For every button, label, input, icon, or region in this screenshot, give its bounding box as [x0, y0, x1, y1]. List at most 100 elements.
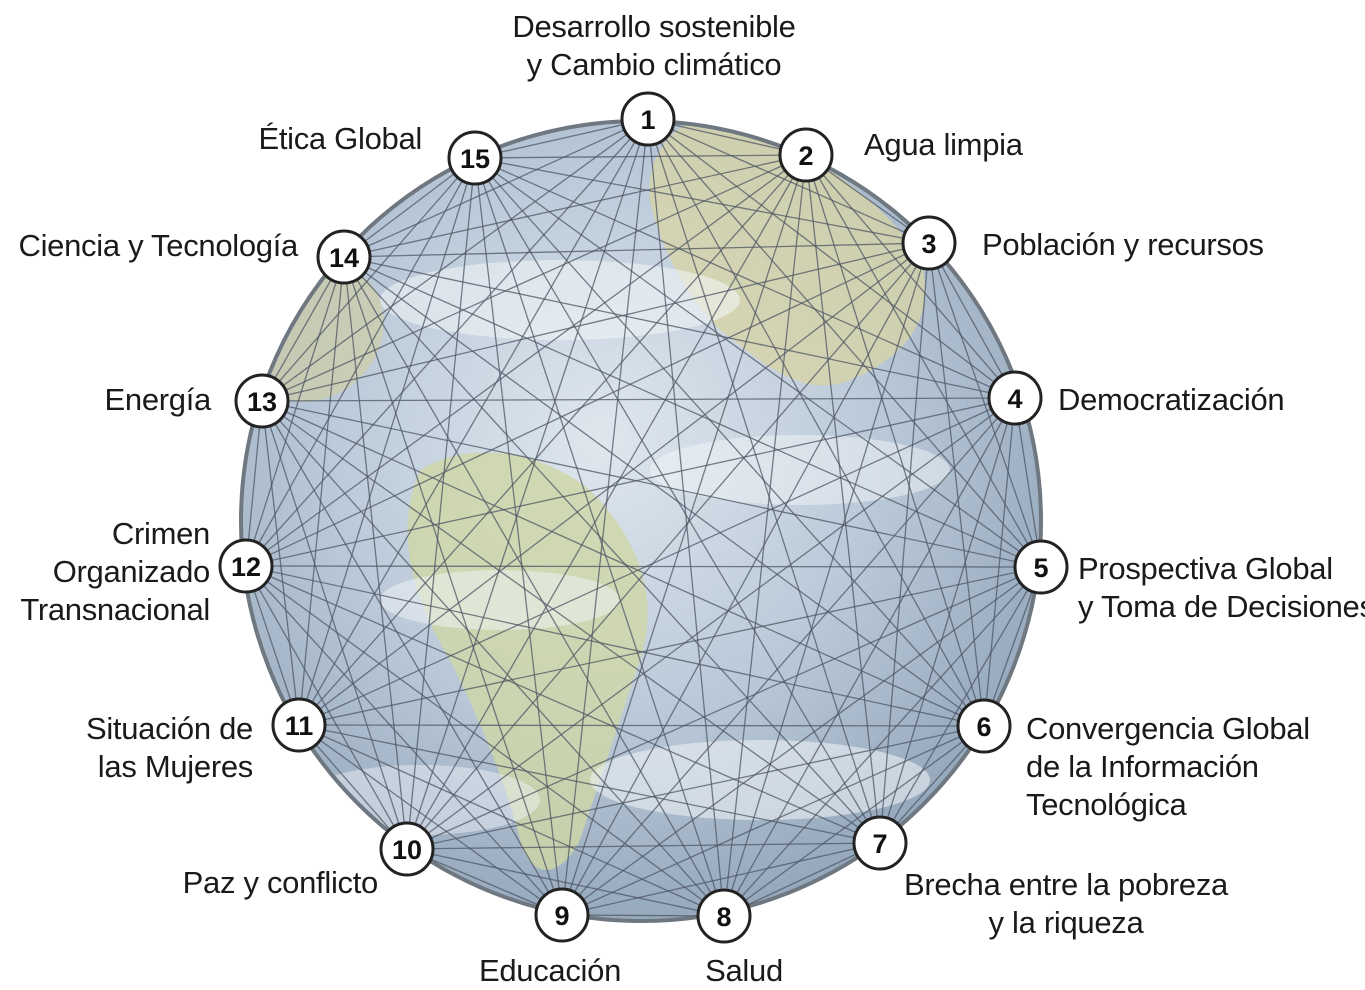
connection-line-8-11	[298, 724, 725, 917]
node-11: 11	[271, 697, 327, 753]
label-node-15: Ética Global	[258, 120, 422, 158]
connection-lines	[245, 118, 1042, 917]
connection-line-1-14	[343, 118, 649, 258]
label-line: Crimen	[111, 516, 210, 551]
connection-line-11-14	[298, 256, 345, 726]
cloud-band	[300, 765, 540, 835]
connection-line-11-13	[261, 400, 300, 726]
node-3: 3	[901, 215, 957, 271]
label-node-9: Educación	[479, 952, 621, 990]
landmass-south-america	[407, 452, 648, 870]
connection-line-1-12	[245, 118, 649, 567]
connection-line-6-9	[561, 725, 985, 916]
node-14: 14	[316, 229, 372, 285]
connection-line-5-7	[879, 566, 1042, 844]
node-circle	[956, 698, 1012, 754]
cloud-band	[590, 740, 930, 820]
connection-line-2-15	[474, 154, 807, 159]
connection-line-11-15	[298, 157, 476, 726]
node-4: 4	[987, 370, 1043, 426]
connection-line-2-8	[723, 154, 807, 917]
label-line: Educación	[478, 953, 622, 988]
label-line: las Mujeres	[97, 749, 254, 784]
node-number: 10	[392, 835, 422, 865]
connection-line-3-12	[245, 242, 930, 567]
node-1: 1	[620, 91, 676, 147]
connection-line-2-12	[245, 154, 807, 567]
connection-line-3-15	[474, 157, 930, 244]
connection-line-2-13	[261, 154, 807, 402]
connection-line-4-9	[561, 397, 1016, 916]
connection-line-4-8	[723, 397, 1016, 917]
connection-line-5-11	[298, 566, 1042, 726]
node-circle	[987, 370, 1043, 426]
node-number: 3	[921, 229, 936, 259]
connection-line-9-14	[343, 256, 563, 916]
connection-line-4-5	[1014, 397, 1042, 568]
label-line: Agua limpia	[864, 127, 1023, 162]
node-number: 6	[976, 712, 991, 742]
node-circle	[852, 815, 908, 871]
connection-line-7-9	[561, 842, 881, 916]
label-node-4: Democratización	[1058, 381, 1285, 419]
connection-line-10-13	[261, 400, 408, 850]
node-5: 5	[1013, 539, 1069, 595]
connection-line-4-10	[406, 397, 1016, 850]
connection-line-12-15	[245, 157, 476, 567]
connection-line-8-15	[474, 157, 725, 917]
node-circle	[379, 821, 435, 877]
node-circle	[234, 373, 290, 429]
node-circle	[620, 91, 676, 147]
node-number: 15	[460, 144, 490, 174]
connection-line-9-12	[245, 565, 563, 916]
connection-line-8-14	[343, 256, 725, 917]
connection-line-4-11	[298, 397, 1016, 726]
connection-line-5-13	[261, 400, 1042, 568]
node-circle	[901, 215, 957, 271]
node-6: 6	[956, 698, 1012, 754]
label-line: Convergencia Global	[1026, 711, 1310, 746]
label-line: Población y recursos	[982, 227, 1264, 262]
label-line: Transnacional	[20, 592, 210, 627]
connection-line-6-14	[343, 256, 985, 727]
label-node-13: Energía	[105, 381, 212, 419]
connection-line-2-5	[805, 154, 1042, 568]
connection-line-1-13	[261, 118, 649, 402]
node-circle	[218, 538, 274, 594]
connection-line-5-6	[983, 566, 1042, 727]
connection-line-12-14	[245, 256, 345, 567]
connection-line-8-13	[261, 400, 725, 917]
connection-line-4-14	[343, 256, 1016, 399]
label-line: Brecha entre la pobreza	[904, 867, 1228, 902]
connection-line-6-10	[406, 725, 985, 850]
node-circle	[271, 697, 327, 753]
connection-line-8-10	[406, 848, 725, 917]
node-circle	[316, 229, 372, 285]
connection-line-12-13	[245, 400, 263, 567]
node-number: 14	[329, 243, 359, 273]
connection-line-7-13	[261, 400, 881, 844]
connection-line-13-14	[261, 256, 345, 402]
node-number: 5	[1033, 553, 1048, 583]
label-node-14: Ciencia y Tecnología	[19, 227, 299, 265]
label-line: Desarrollo sostenible	[512, 9, 796, 44]
connection-line-2-14	[343, 154, 807, 258]
connection-line-4-6	[983, 397, 1016, 727]
connection-line-7-14	[343, 256, 881, 844]
label-line: Ética Global	[258, 121, 422, 156]
connection-line-5-15	[474, 157, 1042, 568]
connection-line-4-13	[261, 397, 1016, 402]
connection-line-6-12	[245, 565, 985, 727]
label-line: Democratización	[1058, 382, 1285, 417]
connection-line-1-10	[406, 118, 649, 850]
node-number: 9	[554, 901, 569, 931]
label-line: Organizado	[52, 554, 211, 589]
node-number: 1	[640, 105, 655, 135]
node-8: 8	[696, 888, 752, 944]
node-circle	[447, 130, 503, 186]
label-line: Situación de	[85, 711, 253, 746]
label-line: de la Información	[1026, 749, 1259, 784]
